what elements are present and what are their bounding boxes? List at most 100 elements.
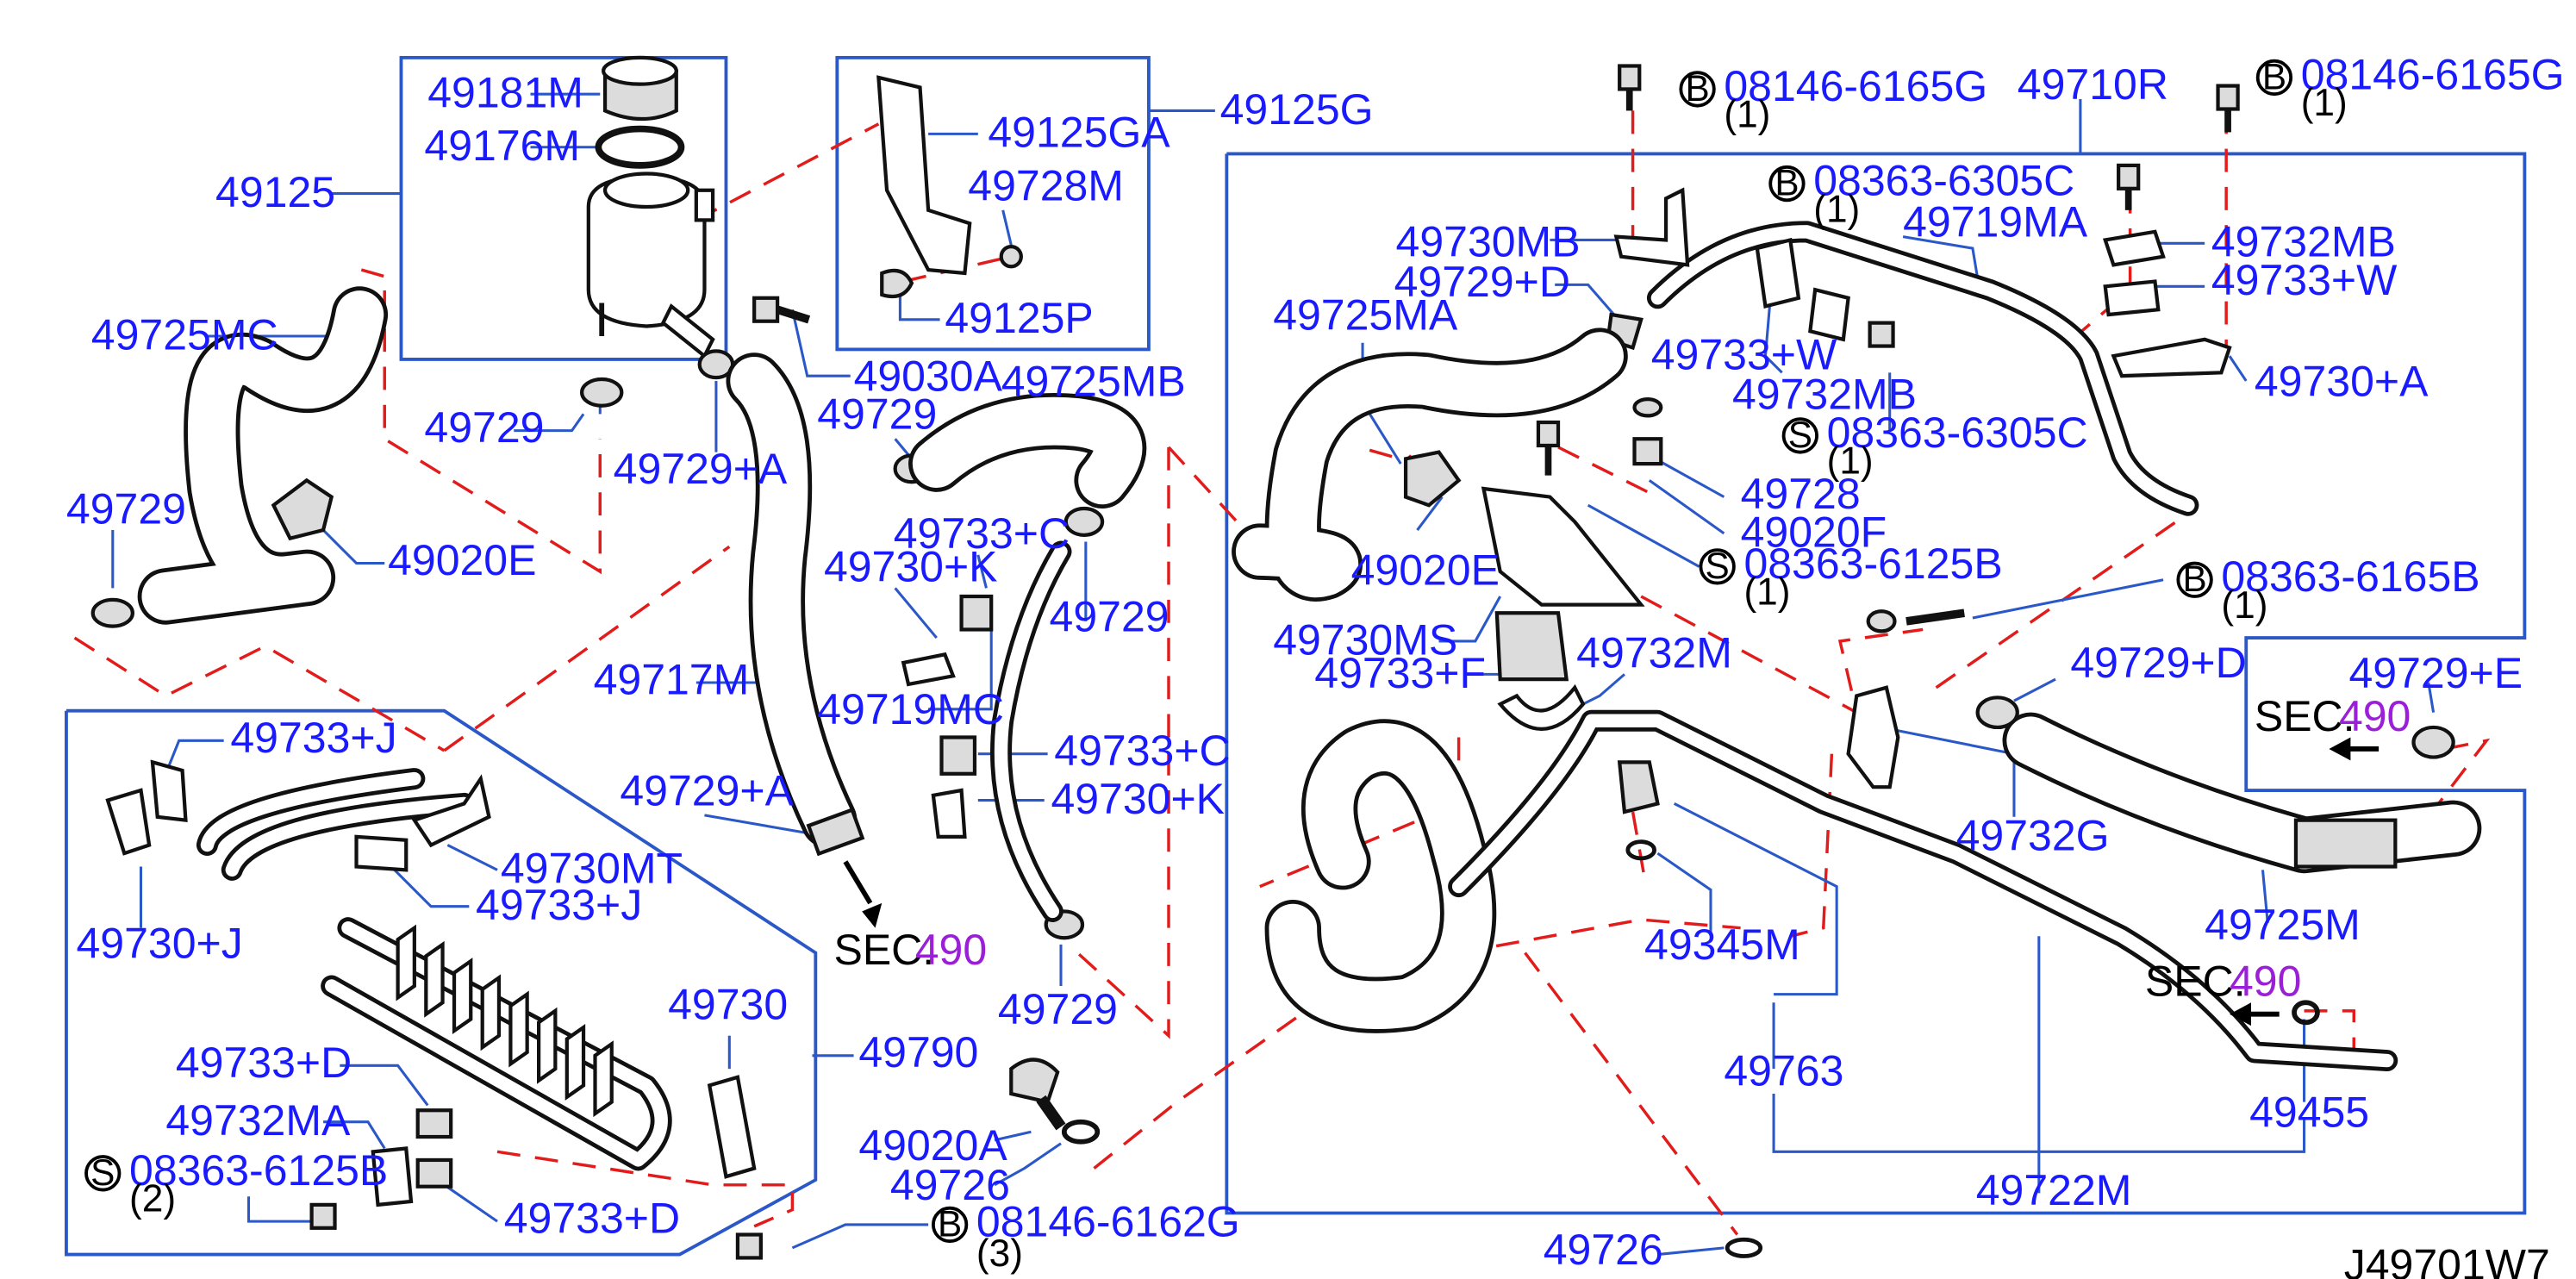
svg-text:490: 490: [915, 926, 987, 974]
o-ring-part: [595, 125, 685, 169]
group-frames: [65, 55, 2527, 1257]
svg-text:SEC.: SEC.: [2255, 692, 2355, 740]
fastener-callout: B 08146-6165G (1): [1679, 62, 1987, 136]
hose-49725M-part: [1866, 608, 2482, 874]
part-label: 49729: [817, 390, 937, 439]
part-label: 49733+W: [2211, 256, 2398, 304]
hose-assembly-49763-part: [1264, 709, 2398, 1072]
part-label: 49730+A: [2255, 357, 2429, 405]
part-label: 49020A: [858, 1121, 1007, 1170]
part-label: 49763: [1724, 1046, 1843, 1095]
part-label: 49725MA: [1273, 290, 1458, 339]
part-label: 49729: [66, 484, 186, 533]
mid-bracket-parts: [1403, 396, 1663, 731]
hose-49725MA-part: [1232, 328, 1628, 602]
svg-text:08363-6125B: 08363-6125B: [129, 1146, 388, 1195]
part-label: 49732MB: [2211, 218, 2396, 266]
section-reference: SEC. 490: [2255, 692, 2411, 740]
hose-49725MC-part: [137, 286, 389, 625]
part-label: 49732MB: [1732, 371, 1917, 419]
fastener-callout: S 08363-6305C (1): [1781, 409, 2088, 483]
part-label: 49728: [1741, 470, 1861, 518]
section-references: SEC. 490 SEC. 490 SEC. 490: [833, 692, 2411, 1006]
part-label: 49733+C: [894, 509, 1070, 558]
part-label: 49725M: [2205, 901, 2361, 949]
part-number-labels: 49181M 49176M 49125 49125GA 49125G 49728…: [66, 60, 2523, 1274]
hose-49717M-part: [726, 353, 865, 857]
part-label: 49733+J: [230, 714, 396, 762]
part-label: 49726: [890, 1161, 1010, 1209]
fastener-callout: S 08363-6125B (1): [1699, 540, 2003, 614]
svg-text:08146-6162G: 08146-6162G: [976, 1197, 1240, 1245]
part-label: 49730MT: [501, 845, 683, 893]
svg-text:08363-6305C: 08363-6305C: [1813, 157, 2074, 205]
part-label: 49733+F: [1314, 649, 1486, 697]
parts-artwork: [90, 55, 2482, 1260]
drawing-code: J49701W7: [2344, 1240, 2550, 1279]
part-label: 49730MB: [1396, 218, 1581, 266]
part-label: 49730+J: [76, 919, 242, 967]
fastener-callout: S 08363-6125B (2): [84, 1146, 388, 1220]
pipe-49719MA-part: [1646, 221, 2199, 516]
part-label: 49455: [2249, 1088, 2369, 1136]
pipe-bracket-parts: [901, 594, 994, 839]
svg-text:(1): (1): [1724, 94, 1770, 136]
svg-text:(2): (2): [129, 1178, 176, 1220]
reservoir-cap-part: [602, 55, 678, 122]
part-label: 49125GA: [988, 109, 1170, 157]
svg-text:B: B: [1685, 68, 1709, 109]
part-label: 49733+J: [476, 881, 642, 929]
svg-text:B: B: [2183, 558, 2207, 599]
svg-text:S: S: [1788, 415, 1812, 455]
svg-text:08146-6165G: 08146-6165G: [1724, 62, 1987, 110]
svg-text:08146-6165G: 08146-6165G: [2301, 50, 2565, 98]
svg-text:490: 490: [2339, 692, 2411, 740]
part-label: 49725MC: [91, 310, 278, 359]
union-bolt-part: [752, 296, 811, 324]
hose-49725MB-part: [908, 392, 1147, 509]
part-label: 49729+A: [614, 445, 788, 493]
part-label: 49020E: [1351, 546, 1500, 595]
svg-text:SEC.: SEC.: [833, 926, 934, 974]
part-label: 49732G: [1956, 811, 2110, 859]
part-label: 49345M: [1644, 920, 1800, 969]
fastener-callout: B 08146-6165G (1): [2255, 50, 2565, 124]
fastener-callout: B 08363-6305C (1): [1768, 157, 2074, 230]
svg-text:B: B: [1775, 163, 1799, 203]
part-label: 49181M: [427, 69, 583, 117]
part-label: 49790: [858, 1028, 978, 1076]
svg-text:(1): (1): [2301, 82, 2348, 124]
svg-text:(1): (1): [1813, 188, 1860, 230]
part-label: 49730+K: [1051, 775, 1225, 823]
part-label: 49733+D: [176, 1039, 352, 1087]
pressure-switch-part: [1617, 760, 1660, 861]
part-label: 49125: [215, 168, 335, 216]
union-bolt-49020A-part: [1009, 1058, 1101, 1145]
svg-text:SEC.: SEC.: [2145, 958, 2246, 1006]
part-label: 49730+K: [824, 543, 998, 591]
part-label: 49733+C: [1054, 727, 1230, 775]
svg-text:S: S: [1706, 546, 1730, 586]
svg-text:B: B: [938, 1203, 962, 1244]
section-arrows: [843, 737, 2380, 1026]
svg-text:(1): (1): [1743, 571, 1790, 614]
part-label: 49726: [1544, 1226, 1663, 1274]
part-label: 49729+D: [2070, 639, 2246, 687]
svg-text:(1): (1): [2221, 584, 2267, 627]
part-label: 49719MA: [1903, 198, 2088, 246]
part-label: 49125G: [1220, 85, 1374, 134]
section-reference: SEC. 490: [2145, 958, 2302, 1006]
part-label: 49710R: [2018, 60, 2168, 109]
svg-text:(1): (1): [1827, 440, 1874, 483]
part-label: 49725MB: [1001, 357, 1186, 405]
svg-text:490: 490: [2230, 958, 2301, 1006]
part-label: 49020E: [388, 536, 536, 584]
part-label: 49719MC: [817, 685, 1004, 733]
part-label: 49722M: [1976, 1166, 2132, 1214]
svg-text:(3): (3): [976, 1232, 1023, 1275]
part-label: 49730MS: [1273, 615, 1457, 664]
part-label: 49717M: [594, 655, 750, 703]
section-reference: SEC. 490: [833, 926, 987, 974]
bracket-49732G-part: [1846, 685, 1900, 789]
